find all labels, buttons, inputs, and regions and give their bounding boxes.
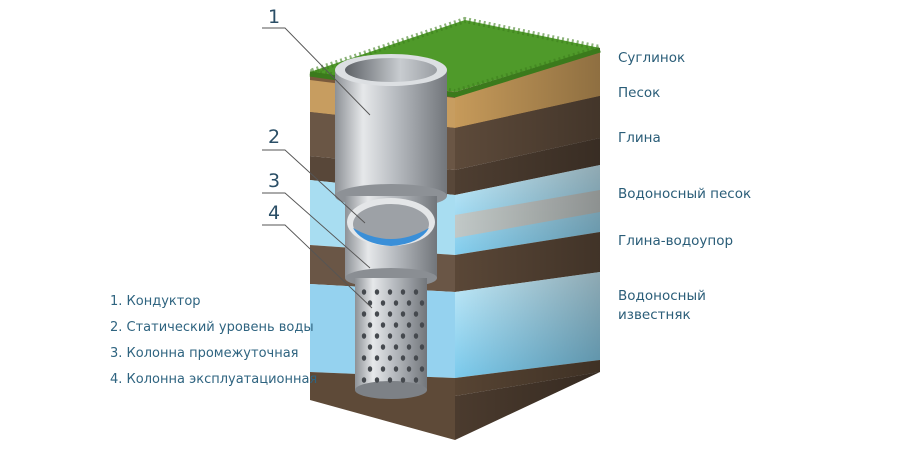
legend-item-production-column: 4. Колонна эксплуатационная xyxy=(110,372,318,387)
perforation-hole xyxy=(387,311,393,317)
layer-label-aquitard-clay: Глина-водоупор xyxy=(618,233,734,249)
perforation-hole xyxy=(387,333,393,339)
perforation-hole xyxy=(374,377,380,383)
layer-label-clay: Глина xyxy=(618,130,661,146)
perforation-hole xyxy=(406,322,412,328)
perforation-hole xyxy=(400,355,406,361)
perforation-hole xyxy=(393,300,399,306)
layer-label-sand: Песок xyxy=(618,85,661,101)
perforation-hole xyxy=(413,377,419,383)
intermediate-pipe xyxy=(345,196,437,288)
perforation-hole xyxy=(380,344,386,350)
perforation-hole xyxy=(361,289,367,295)
perforation-hole xyxy=(367,322,373,328)
perforation-hole xyxy=(406,366,412,372)
perforations xyxy=(361,289,425,383)
leader-line-3 xyxy=(262,192,371,269)
callout-4: 4 xyxy=(268,202,281,224)
perforation-hole xyxy=(413,333,419,339)
perforation-hole xyxy=(419,300,425,306)
perforation-hole xyxy=(419,322,425,328)
right-face xyxy=(455,48,600,440)
perforation-hole xyxy=(387,355,393,361)
perforation-hole xyxy=(367,300,373,306)
callout-1: 1 xyxy=(268,6,281,28)
perforation-hole xyxy=(413,355,419,361)
legend-item-static-water-level: 2. Статический уровень воды xyxy=(110,320,314,335)
callout-2: 2 xyxy=(268,126,281,148)
layer-label-aquifer-limestone-2: известняк xyxy=(618,307,691,323)
callout-3: 3 xyxy=(268,170,281,192)
perforation-hole xyxy=(380,300,386,306)
layer-label-aquifer-sand: Водоносный песок xyxy=(618,186,752,202)
perforation-hole xyxy=(374,355,380,361)
perforation-hole xyxy=(406,300,412,306)
perforation-hole xyxy=(413,289,419,295)
perforation-hole xyxy=(361,355,367,361)
perforation-hole xyxy=(374,289,380,295)
legend-item-intermediate-column: 3. Колонна промежуточная xyxy=(110,346,299,361)
layer-label-loam: Суглинок xyxy=(618,50,686,66)
perforation-hole xyxy=(374,311,380,317)
perforation-hole xyxy=(393,366,399,372)
leader-line-2 xyxy=(262,149,366,224)
perforation-hole xyxy=(419,344,425,350)
perforation-hole xyxy=(361,333,367,339)
perforation-hole xyxy=(374,333,380,339)
conductor-pipe xyxy=(335,54,447,208)
perforation-hole xyxy=(361,311,367,317)
perforation-hole xyxy=(400,289,406,295)
production-pipe xyxy=(355,278,427,399)
layer-label-aquifer-limestone-1: Водоносный xyxy=(618,288,706,304)
legend-item-conductor: 1. Кондуктор xyxy=(110,294,201,309)
perforation-hole xyxy=(380,322,386,328)
perforation-hole xyxy=(400,377,406,383)
perforation-hole xyxy=(413,311,419,317)
perforation-hole xyxy=(361,377,367,383)
leader-line-1 xyxy=(262,27,371,116)
perforation-hole xyxy=(367,366,373,372)
perforation-hole xyxy=(419,366,425,372)
perforation-hole xyxy=(406,344,412,350)
perforation-hole xyxy=(380,366,386,372)
perforation-hole xyxy=(400,333,406,339)
perforation-hole xyxy=(387,377,393,383)
perforation-hole xyxy=(393,322,399,328)
leader-line-4 xyxy=(262,224,373,309)
perforation-hole xyxy=(387,289,393,295)
perforation-hole xyxy=(393,344,399,350)
perforation-hole xyxy=(400,311,406,317)
perforation-hole xyxy=(367,344,373,350)
